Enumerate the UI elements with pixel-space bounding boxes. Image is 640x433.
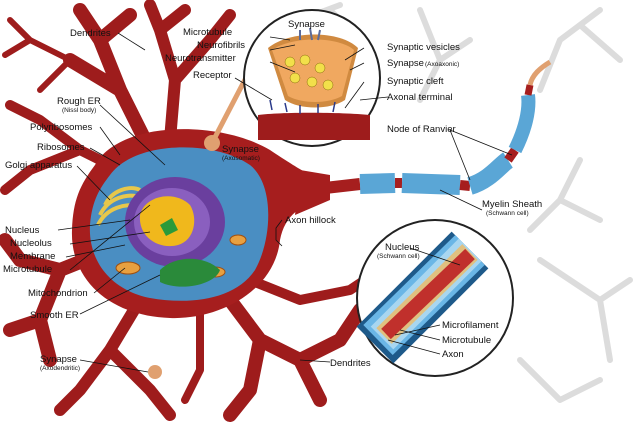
- mitochondria: [115, 234, 247, 278]
- synapse-axoaxonic-label: Synapse: [387, 58, 424, 69]
- golgi-label: Golgi apparatus: [5, 160, 72, 171]
- synapse-axosomatic-sublabel: (Axosomatic): [222, 155, 260, 162]
- axodendritic-synapse-knob: [148, 365, 162, 379]
- leader-lines: [57, 32, 513, 373]
- membrane-label: Membrane: [10, 251, 55, 262]
- mitochondrion-label: Mitochondrion: [28, 288, 88, 299]
- rough-er-sublabel: (Nissl body): [62, 107, 96, 114]
- polyribosomes-label: Polyribosomes: [30, 122, 93, 133]
- smooth-er: [160, 258, 220, 287]
- axon-hillock: [295, 170, 330, 215]
- microtubule-left-label: Microtubule: [3, 264, 52, 275]
- myelin-sheath-sublabel: (Schwann cell): [486, 210, 529, 217]
- synapse-axodendritic-sublabel: (Axodendritic): [40, 365, 80, 372]
- dendrites-bottom-label: Dendrites: [330, 358, 371, 369]
- neurotransmitter-label: Neurotransmitter: [165, 53, 236, 64]
- axon-hillock-bracket: [275, 219, 283, 247]
- neurofibrils-label: Neurofibrils: [197, 40, 245, 51]
- synapse-axosomatic-label: Synapse: [222, 144, 259, 155]
- nucleolus-label: Nucleolus: [10, 238, 52, 249]
- receptor-label: Receptor: [193, 70, 232, 81]
- nucleolus: [160, 218, 178, 236]
- synaptic-vesicles-label: Synaptic vesicles: [387, 42, 460, 53]
- background-neurons: [297, 2, 633, 403]
- labels: Dendrites Rough ER (Nissl body) Polyribo…: [3, 19, 542, 372]
- dendrites-top-label: Dendrites: [70, 28, 111, 39]
- synapse-title-label: Synapse: [288, 19, 325, 30]
- nucleus-schwann-label: Nucleus: [385, 242, 420, 253]
- microtubule-axon-label: Microtubule: [442, 335, 491, 346]
- synapse-axoaxonic-sublabel: (Axoaxonic): [425, 61, 459, 68]
- synapse-axodendritic-label: Synapse: [40, 354, 77, 365]
- nucleus-label: Nucleus: [5, 225, 40, 236]
- node-of-ranvier-label: Node of Ranvier: [387, 124, 456, 135]
- axon-hillock-label: Axon hillock: [285, 215, 336, 226]
- axon-label: Axon: [442, 349, 464, 360]
- microfilament-label: Microfilament: [442, 320, 499, 331]
- dendrites: [0, 0, 385, 422]
- synapse-inset: [243, 9, 381, 147]
- ribosomes-label: Ribosomes: [37, 142, 85, 153]
- nucleus-schwann-sublabel: (Schwann cell): [377, 253, 420, 260]
- rough-er-label: Rough ER: [57, 96, 101, 107]
- axon-inset: [356, 219, 514, 377]
- synaptic-cleft-label: Synaptic cleft: [387, 76, 444, 87]
- smooth-er-label: Smooth ER: [30, 310, 79, 321]
- myelin-sheath-label: Myelin Sheath: [482, 199, 542, 210]
- axon: [324, 59, 552, 195]
- axonal-terminal-label: Axonal terminal: [387, 92, 452, 103]
- microtubule-inset-label: Microtubule: [183, 27, 232, 38]
